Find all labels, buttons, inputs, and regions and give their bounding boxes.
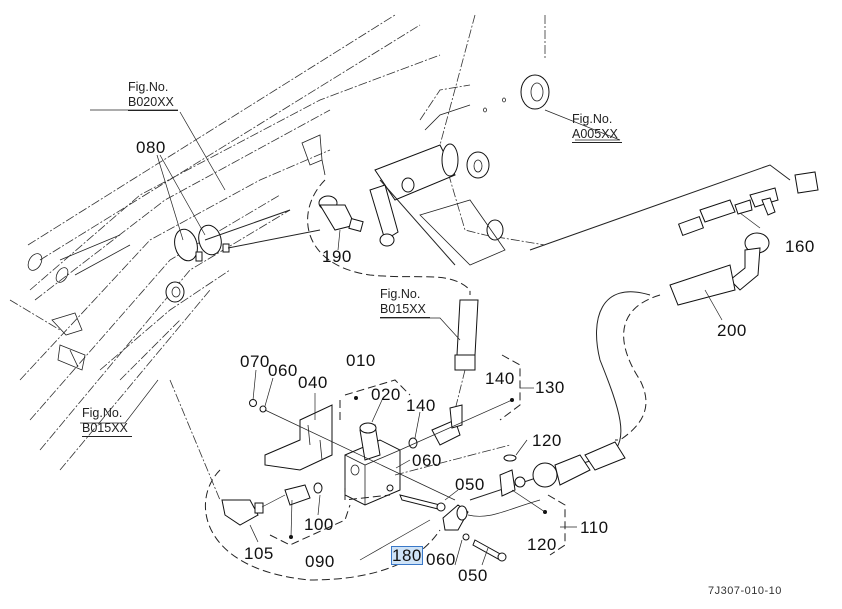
coupler-110 [394,441,626,556]
frame-arm [9,14,550,471]
fig-ref-label: Fig.No. [128,80,169,94]
hose-b015-mid [454,299,479,411]
fig-ref-b015xx-mid[interactable]: Fig.No. B015XX [380,287,430,318]
callout-090[interactable]: 090 [305,552,335,571]
fig-ref-label: Fig.No. [380,287,421,301]
callout-040[interactable]: 040 [298,373,328,392]
callout-120[interactable]: 120 [532,431,562,450]
callout-110[interactable]: 110 [580,518,609,537]
callout-120[interactable]: 120 [527,535,557,554]
valve-block-010 [169,354,521,581]
callout-060[interactable]: 060 [268,361,298,380]
fig-ref-number: B015XX [82,421,132,437]
callout-160[interactable]: 160 [785,237,815,256]
fig-ref-label: Fig.No. [82,406,123,420]
fitting-190 [307,179,471,295]
fig-ref-label: Fig.No. [572,112,613,126]
fig-ref-number: B020XX [128,95,178,111]
fig-ref-b015xx-left[interactable]: Fig.No. B015XX [82,406,132,437]
callout-070[interactable]: 070 [240,352,270,371]
drawing-code: 7J307-010-10 [708,585,782,597]
callout-180-selected[interactable]: 180 [391,546,423,565]
callout-060[interactable]: 060 [412,451,442,470]
callout-020[interactable]: 020 [371,385,401,404]
callout-140[interactable]: 140 [406,396,436,415]
fig-ref-a005xx[interactable]: Fig.No. A005XX [572,112,622,143]
clamp-180 [359,499,541,562]
callout-050[interactable]: 050 [458,566,488,585]
fig-ref-b020xx[interactable]: Fig.No. B020XX [128,80,178,111]
fig-ref-number: B015XX [380,302,430,318]
clamp-080 [165,209,321,303]
callout-105[interactable]: 105 [244,544,274,563]
callout-100[interactable]: 100 [304,515,334,534]
fig-ref-number: A005XX [572,127,622,143]
hose-assembly-200 [469,164,819,501]
callout-190[interactable]: 190 [322,247,352,266]
callout-060[interactable]: 060 [426,550,456,569]
callout-050[interactable]: 050 [455,475,485,494]
callout-080[interactable]: 080 [136,138,166,157]
callout-200[interactable]: 200 [717,321,747,340]
callout-010[interactable]: 010 [346,351,376,370]
callout-140[interactable]: 140 [485,369,515,388]
callout-130[interactable]: 130 [535,378,565,397]
